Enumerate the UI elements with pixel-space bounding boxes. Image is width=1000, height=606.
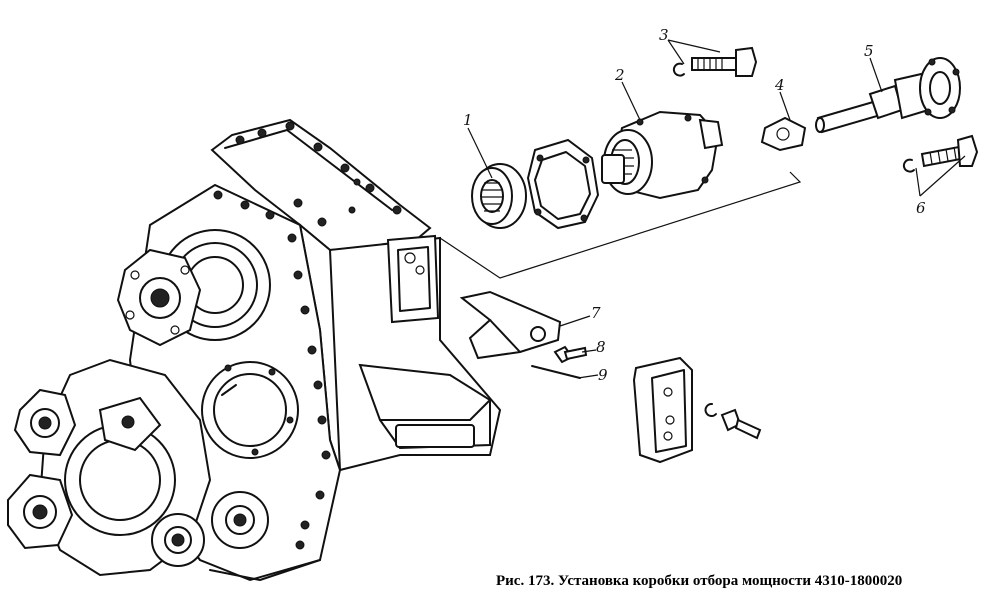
callout-2: 2 xyxy=(614,66,625,84)
callout-1: 1 xyxy=(463,111,473,129)
part-1-splined-coupling xyxy=(471,163,527,229)
part-6-bolt-washer xyxy=(902,134,979,173)
part-2-pto-unit xyxy=(601,110,724,200)
callout-6: 6 xyxy=(916,199,926,217)
callout-7: 7 xyxy=(591,304,601,322)
callout-9: 9 xyxy=(598,366,608,384)
part-5-drive-shaft xyxy=(815,57,961,134)
callout-8: 8 xyxy=(596,338,606,356)
part-7-bracket xyxy=(459,290,562,360)
gasket xyxy=(526,138,600,230)
transfer-case-body xyxy=(7,118,502,582)
figure-caption: Рис. 173. Установка коробки отбора мощно… xyxy=(496,573,903,589)
callout-5: 5 xyxy=(864,42,874,60)
part-3-bolt-washer xyxy=(672,46,758,77)
cover-plate xyxy=(632,356,762,464)
part-9-pin xyxy=(531,365,581,379)
callout-3: 3 xyxy=(659,26,669,44)
callout-4: 4 xyxy=(774,76,785,94)
leader-lines xyxy=(439,39,966,379)
part-4-gasket xyxy=(760,116,807,152)
part-8-bolt xyxy=(553,345,588,364)
